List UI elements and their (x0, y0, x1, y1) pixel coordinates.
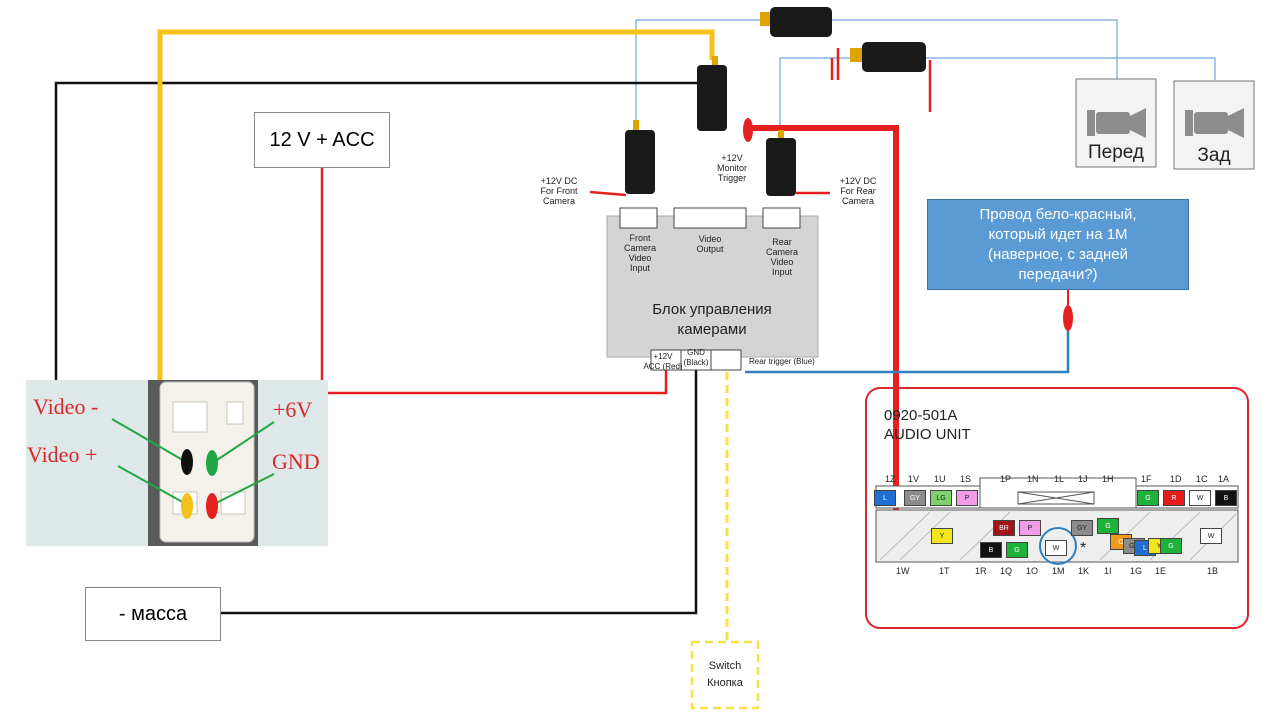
acc-red-label: +12V ACC (Red) (643, 352, 683, 371)
video-output-label: Video Output (696, 234, 724, 254)
audio-pin: P (956, 490, 978, 506)
coax-lines (635, 19, 1216, 135)
audio-pin: G (1137, 490, 1159, 506)
audio-pin-label: 1B (1207, 566, 1219, 576)
blue-trigger-wire (745, 328, 1070, 374)
audio-pin-label: 1Q (1000, 566, 1013, 576)
audio-pin: R (1163, 490, 1185, 506)
audio-pin-label: 1R (975, 566, 987, 576)
control-unit-label: Блок управления камерами (652, 301, 772, 338)
power-label-box: 12 V + ACC (254, 112, 390, 168)
audio-pin: BR (993, 520, 1015, 536)
audio-pin-label: 1S (960, 474, 972, 484)
connector-monitor (697, 56, 727, 131)
red-acc-wire (320, 168, 668, 395)
note-text: Провод бело-красный, который идет на 1M … (979, 205, 1137, 283)
switch-label: Switch Кнопка (707, 660, 743, 689)
audio-pin: GY (904, 490, 926, 506)
audio-pin: B (1215, 490, 1237, 506)
audio-pin: L (874, 490, 896, 506)
connector-front (625, 120, 655, 194)
video-plus-label: Video + (27, 442, 98, 467)
audio-pin-label: 1A (1218, 474, 1230, 484)
audio-pin-label: 1P (1000, 474, 1012, 484)
audio-pin-label: 1Z (885, 474, 896, 484)
audio-pin-label: 1U (934, 474, 946, 484)
rear-trigger-label: Rear trigger (Blue) (749, 357, 815, 366)
ground-label: - масса (118, 602, 188, 625)
monitor-trigger-label: +12V Monitor Trigger (716, 153, 747, 183)
audio-pin-label: 1E (1155, 566, 1167, 576)
connector-top-1 (760, 7, 832, 37)
plus6v-label: +6V (273, 397, 313, 422)
audio-pin-label: 1T (939, 566, 950, 576)
plug-photo (26, 380, 328, 546)
audio-pin-label: 1N (1027, 474, 1039, 484)
connector-rear (766, 130, 796, 196)
connector-top-2 (850, 42, 926, 72)
gnd-label: GND (272, 449, 320, 474)
highlight-1m-circle (1039, 527, 1077, 565)
front-camera-label: Перед (1087, 142, 1145, 163)
blue-wire-connector (1063, 305, 1073, 331)
audio-pin: LG (930, 490, 952, 506)
note-box: Провод бело-красный, который идет на 1M … (927, 199, 1189, 290)
front-input-label: Front Camera Video Input (623, 233, 656, 273)
audio-pin: P (1019, 520, 1041, 536)
gnd-black-label: GND (Black) (683, 348, 709, 367)
front-cam-power-label: +12V DC For Front Camera (540, 176, 578, 206)
audio-pin-label: 1G (1130, 566, 1143, 576)
audio-pin: G (1006, 542, 1028, 558)
audio-pin-label: 1F (1141, 474, 1152, 484)
svg-text:*: * (1080, 540, 1086, 557)
audio-pin-label: 1I (1104, 566, 1112, 576)
camera-icon (1185, 108, 1244, 138)
audio-unit-title: 0920-501A AUDIO UNIT (884, 407, 971, 443)
video-minus-label: Video - (33, 394, 99, 419)
rear-input-label: Rear Camera Video Input (765, 237, 798, 277)
power-label: 12 V + ACC (269, 128, 375, 151)
audio-pin-label: 1L (1054, 474, 1065, 484)
audio-pin: W (1200, 528, 1222, 544)
audio-pin: B (980, 542, 1002, 558)
switch-box (690, 640, 760, 710)
rear-cam-power-label: +12V DC For Rear Camera (839, 176, 877, 206)
audio-pin-label: 1H (1102, 474, 1114, 484)
audio-pin: G (1097, 518, 1119, 534)
audio-pin-label: 1K (1078, 566, 1090, 576)
audio-pin: W (1045, 540, 1067, 556)
audio-pin-label: 1O (1026, 566, 1039, 576)
red-stubs (589, 48, 932, 197)
audio-pin: Y (931, 528, 953, 544)
camera-icon (1087, 108, 1146, 138)
audio-pin-label: 1V (908, 474, 920, 484)
ground-label-box: - масса (85, 587, 221, 641)
audio-pin: GY (1071, 520, 1093, 536)
red-connector (743, 118, 753, 142)
audio-pin: W (1189, 490, 1211, 506)
audio-pin-label: 1M (1052, 566, 1065, 576)
control-unit-box (606, 215, 819, 358)
audio-pin-label: 1W (896, 566, 910, 576)
audio-pin: G (1160, 538, 1182, 554)
audio-pin-label: 1C (1196, 474, 1208, 484)
audio-pin-label: 1D (1170, 474, 1182, 484)
audio-pin-label: 1J (1078, 474, 1088, 484)
audio-unit-frame (865, 387, 1249, 629)
rear-camera-label: Зад (1197, 145, 1231, 166)
